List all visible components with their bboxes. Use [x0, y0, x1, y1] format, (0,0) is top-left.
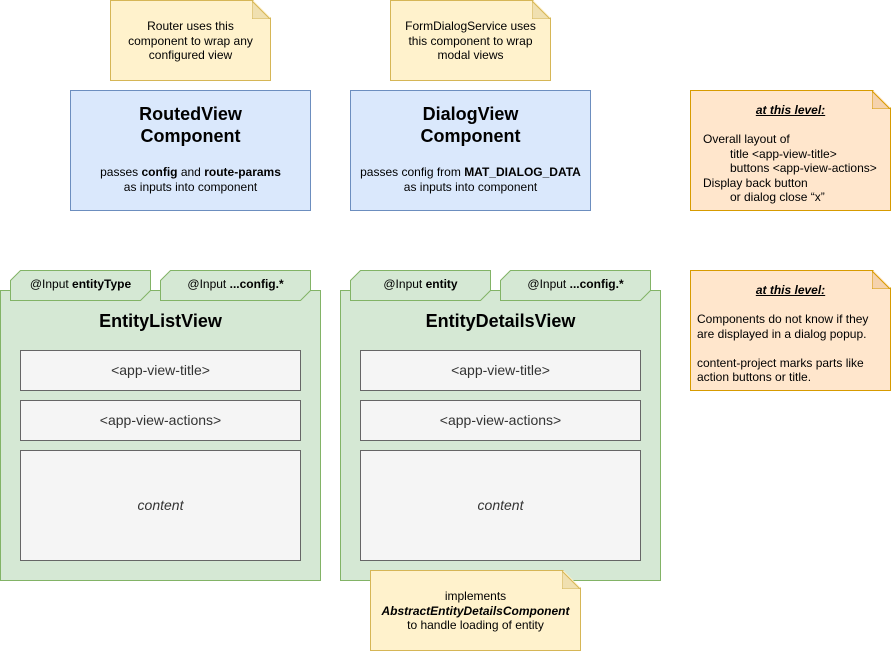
content-slot: content	[360, 450, 641, 561]
input-tab-config: @Input ...config.*	[500, 270, 651, 301]
entity-details-view-panel: EntityDetailsView <app-view-title> <app-…	[340, 290, 661, 581]
note-fold-icon	[252, 1, 270, 19]
level-note-components: at this level: Components do not know if…	[690, 270, 891, 391]
entity-list-view-title: EntityListView	[99, 311, 222, 331]
level-note-layout-line: Overall layout of	[703, 132, 790, 146]
app-view-actions-slot: <app-view-actions>	[20, 400, 301, 441]
tab-shape-icon	[160, 270, 311, 301]
tab-shape-icon	[500, 270, 651, 301]
dialog-view-description: passes config from MAT_DIALOG_DATA as in…	[360, 165, 581, 194]
app-view-title-slot: <app-view-title>	[20, 350, 301, 391]
routed-view-description: passes config and route-params as inputs…	[100, 165, 281, 194]
level-note-layout: at this level: Overall layout of title <…	[690, 90, 891, 211]
routed-view-component: RoutedView Component passes config and r…	[70, 90, 311, 211]
content-slot: content	[20, 450, 301, 561]
entity-details-view-title: EntityDetailsView	[425, 311, 576, 331]
routed-view-title: RoutedView Component	[139, 104, 242, 146]
level-note-components-line: are displayed in a dialog popup.	[697, 326, 867, 341]
implements-note: implements AbstractEntityDetailsComponen…	[370, 570, 581, 651]
level-note-layout-line: Display back button	[703, 175, 808, 190]
implements-note-text: implements AbstractEntityDetailsComponen…	[381, 589, 570, 632]
note-fold-icon	[532, 1, 550, 19]
input-tab-entity-type: @Input entityType	[10, 270, 151, 301]
level-note-components-line: action buttons or title.	[697, 370, 812, 384]
dialog-view-title: DialogView Component	[420, 104, 521, 146]
level-note-layout-heading: at this level:	[755, 103, 826, 117]
entity-list-view-panel: EntityListView <app-view-title> <app-vie…	[0, 290, 321, 581]
level-note-components-heading: at this level:	[755, 283, 826, 297]
input-tab-entity: @Input entity	[350, 270, 491, 301]
note-fold-icon	[872, 91, 890, 109]
level-note-layout-line: buttons <app-view-actions>	[730, 161, 877, 175]
level-note-layout-line: or dialog close “x”	[730, 190, 825, 204]
level-note-components-line: Components do not know if they	[697, 312, 869, 326]
note-fold-icon	[872, 271, 890, 289]
app-view-title-slot: <app-view-title>	[360, 350, 641, 391]
dialog-view-component: DialogView Component passes config from …	[350, 90, 591, 211]
level-note-components-line: content-project marks parts like	[697, 355, 864, 370]
router-note-text: Router uses this component to wrap any c…	[128, 19, 253, 62]
form-dialog-note-text: FormDialogService uses this component to…	[405, 19, 536, 62]
form-dialog-note: FormDialogService uses this component to…	[390, 0, 551, 81]
app-view-actions-slot: <app-view-actions>	[360, 400, 641, 441]
level-note-layout-line: title <app-view-title>	[730, 146, 837, 161]
router-note: Router uses this component to wrap any c…	[110, 0, 271, 81]
tab-shape-icon	[350, 270, 491, 301]
tab-shape-icon	[10, 270, 151, 301]
note-fold-icon	[562, 571, 580, 589]
input-tab-config: @Input ...config.*	[160, 270, 311, 301]
